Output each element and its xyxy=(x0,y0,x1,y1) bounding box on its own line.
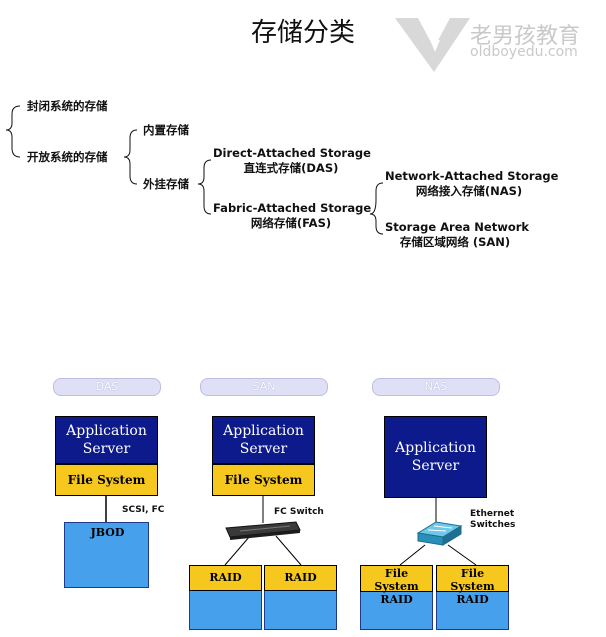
nas-app-label: Application Server xyxy=(395,440,476,474)
tree-fas-cn: 网络存储(FAS) xyxy=(250,216,332,230)
watermark-brand: 老男孩教育 xyxy=(470,24,581,49)
san-pill: SAN xyxy=(200,378,328,396)
ethernet-switch-icon xyxy=(416,521,463,546)
bracket-open-system xyxy=(123,129,138,185)
tree-nas-en: Network-Attached Storage xyxy=(385,169,559,183)
page-title: 存储分类 xyxy=(250,18,355,48)
nas-filer-raid-2: RAID xyxy=(456,593,489,606)
nas-filer-label-2: File System RAID xyxy=(436,565,509,606)
tree-brackets xyxy=(5,105,384,235)
das-application-server: Application Server xyxy=(55,416,158,464)
jbod-label: JBOD xyxy=(90,526,125,539)
das-app-label: Application Server xyxy=(66,423,147,457)
san-raid-box-2: RAID xyxy=(264,565,337,630)
san-lines xyxy=(224,496,302,566)
nas-application-server: Application Server xyxy=(384,416,487,498)
tree-open-system: 开放系统的存储 xyxy=(27,150,108,164)
tree-san-cn: 存储区域网络 (SAN) xyxy=(399,235,511,249)
bracket-fas xyxy=(369,182,384,235)
tree-san-en: Storage Area Network xyxy=(385,220,530,234)
tree-fas-en: Fabric-Attached Storage xyxy=(213,201,372,215)
bracket-storage-root xyxy=(5,105,21,158)
san-raid-label-2: RAID xyxy=(264,565,337,591)
ethernet-switch-label: Ethernet Switches xyxy=(470,509,516,530)
das-file-system: File System xyxy=(55,464,158,496)
tree-das-en: Direct-Attached Storage xyxy=(213,146,371,160)
fc-switch-icon xyxy=(225,521,301,540)
bracket-external xyxy=(197,159,212,215)
das-link-label: SCSI, FC xyxy=(122,505,165,515)
watermark-logo-icon xyxy=(395,18,470,72)
san-raid-box-1: RAID xyxy=(189,565,262,630)
nas-filer-fs-1: File System xyxy=(374,567,419,593)
nas-filer-raid-1: RAID xyxy=(380,593,413,606)
tree-internal-storage: 内置存储 xyxy=(143,123,189,137)
nas-filer-box-1: File System RAID xyxy=(360,565,433,630)
tree-external-storage: 外挂存储 xyxy=(143,177,189,191)
das-pill: DAS xyxy=(53,378,161,396)
nas-lines xyxy=(399,498,477,566)
watermark-url: oldboyedu.com xyxy=(470,44,578,60)
san-raid-label-1: RAID xyxy=(189,565,262,591)
san-application-server: Application Server xyxy=(212,416,315,464)
fc-switch-label: FC Switch xyxy=(274,507,324,517)
jbod-box: JBOD xyxy=(64,522,149,588)
nas-filer-fs-2: File System xyxy=(450,567,495,593)
nas-filer-label-1: File System RAID xyxy=(360,565,433,606)
nas-pill: NAS xyxy=(372,378,500,396)
san-app-label: Application Server xyxy=(223,423,304,457)
san-file-system: File System xyxy=(212,464,315,496)
tree-closed-system: 封闭系统的存储 xyxy=(27,99,108,113)
tree-das-cn: 直连式存储(DAS) xyxy=(243,161,339,175)
tree-nas-cn: 网络接入存储(NAS) xyxy=(415,184,523,198)
nas-filer-box-2: File System RAID xyxy=(436,565,509,630)
